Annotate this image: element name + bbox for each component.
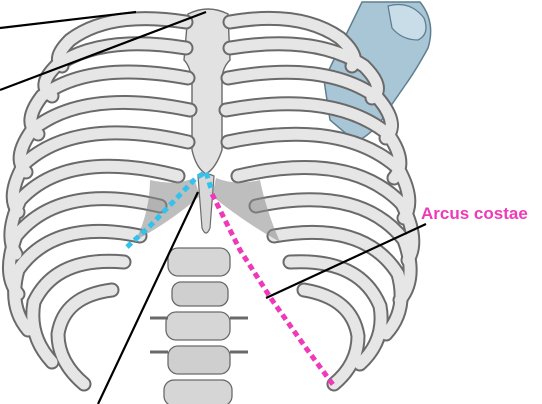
leader-line-2 [0, 10, 207, 92]
leader-lines [0, 10, 427, 404]
vertebral-column-illustration [150, 247, 248, 404]
dotted-line-left [125, 168, 215, 249]
arcus-costae-label: Arcus costae [421, 204, 528, 223]
leader-line-arcus [265, 223, 427, 299]
ribs-right [218, 10, 421, 392]
dotted-line-right [209, 192, 337, 388]
sternum-illustration [183, 8, 231, 234]
leader-line-3 [97, 191, 199, 404]
ribs-left [2, 11, 198, 392]
leader-line-1 [0, 10, 137, 30]
